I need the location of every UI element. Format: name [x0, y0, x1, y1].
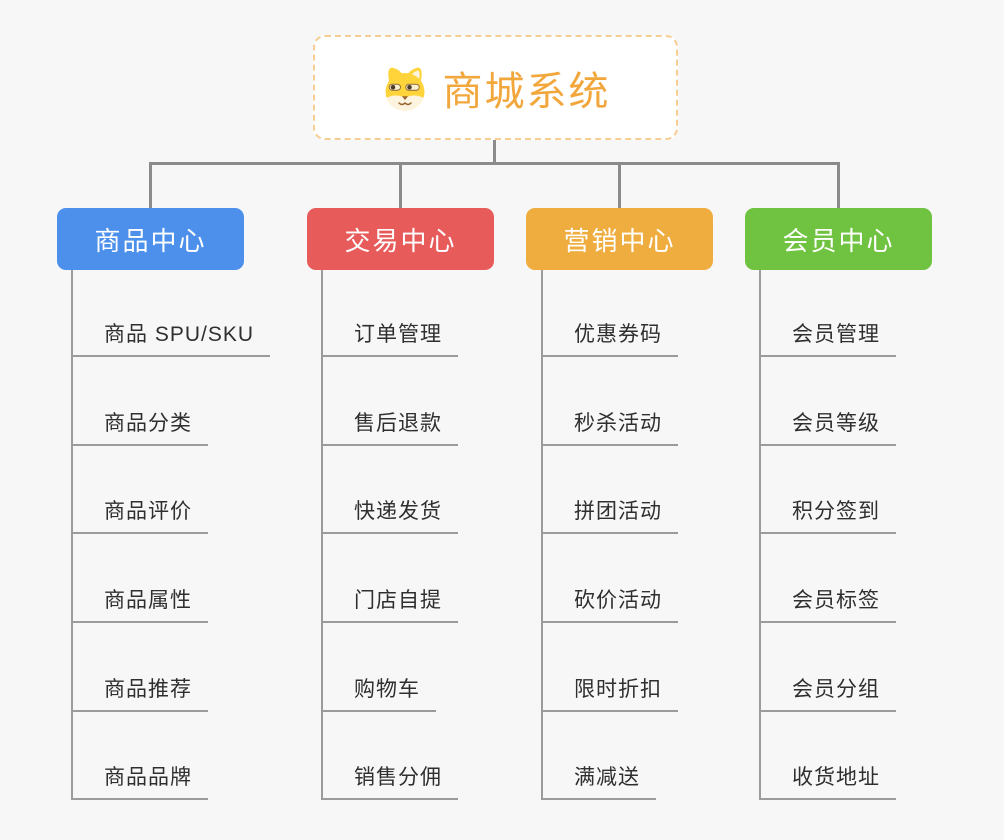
leaf-node[interactable]: 会员分组	[759, 676, 896, 712]
leaf-node[interactable]: 购物车	[321, 676, 436, 712]
leaf-node[interactable]: 会员管理	[759, 321, 896, 357]
leaf-node[interactable]: 限时折扣	[541, 676, 678, 712]
leaf-node[interactable]: 优惠券码	[541, 321, 678, 357]
leaf-node[interactable]: 销售分佣	[321, 764, 458, 800]
connector-drop	[618, 162, 621, 208]
branch-trade-center[interactable]: 交易中心	[307, 208, 494, 270]
branch-marketing-center[interactable]: 营销中心	[526, 208, 713, 270]
branch-spine	[71, 270, 73, 800]
leaf-node[interactable]: 拼团活动	[541, 498, 678, 534]
branch-spine	[541, 270, 543, 800]
branch-label: 营销中心	[563, 225, 676, 256]
leaf-node[interactable]: 砍价活动	[541, 587, 678, 623]
root-title: 商城系统	[442, 69, 611, 114]
leaf-node[interactable]: 商品品牌	[71, 764, 208, 800]
leaf-node[interactable]: 商品属性	[71, 587, 208, 623]
branch-spine	[759, 270, 761, 800]
connector-drop	[399, 162, 402, 208]
leaf-node[interactable]: 满减送	[541, 764, 656, 800]
leaf-node[interactable]: 商品推荐	[71, 676, 208, 712]
connector-drop	[837, 162, 840, 208]
leaf-node[interactable]: 秒杀活动	[541, 410, 678, 446]
leaf-node[interactable]: 商品评价	[71, 498, 208, 534]
leaf-node[interactable]: 收货地址	[759, 764, 896, 800]
connector-root-stub	[493, 140, 496, 163]
connector-drop	[149, 162, 152, 208]
leaf-node[interactable]: 售后退款	[321, 410, 458, 446]
leaf-node[interactable]: 商品分类	[71, 410, 208, 446]
branch-product-center[interactable]: 商品中心	[57, 208, 244, 270]
connector-bus	[149, 162, 840, 165]
branch-label: 商品中心	[94, 225, 207, 256]
leaf-node[interactable]: 商品 SPU/SKU	[71, 321, 271, 357]
leaf-node[interactable]: 积分签到	[759, 498, 896, 534]
root-node[interactable]: 商城系统	[313, 35, 678, 140]
branch-spine	[321, 270, 323, 800]
leaf-node[interactable]: 门店自提	[321, 587, 458, 623]
dog-face-icon	[385, 67, 424, 110]
leaf-node[interactable]: 会员标签	[759, 587, 896, 623]
leaf-node[interactable]: 会员等级	[759, 410, 896, 446]
branch-label: 会员中心	[782, 225, 895, 256]
leaf-node[interactable]: 快递发货	[321, 498, 458, 534]
branch-member-center[interactable]: 会员中心	[745, 208, 932, 270]
branch-label: 交易中心	[344, 225, 457, 256]
leaf-node[interactable]: 订单管理	[321, 321, 458, 357]
